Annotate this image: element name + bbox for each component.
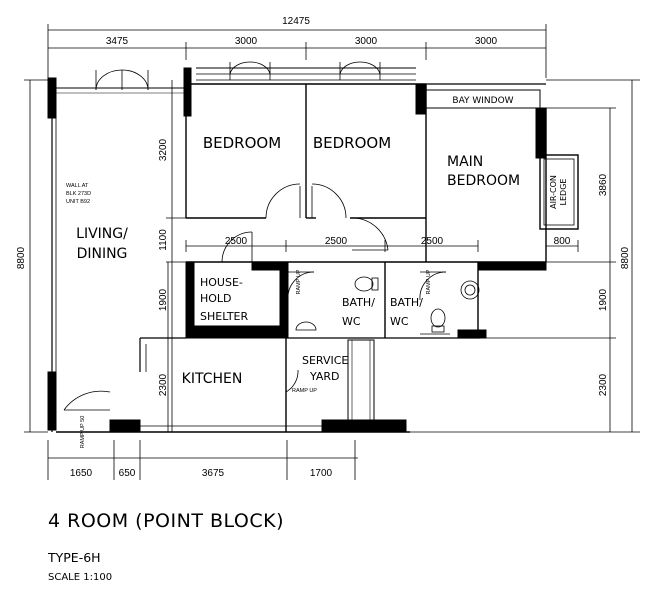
room-bath2-line1: BATH/ (390, 296, 423, 309)
fixtures (295, 276, 480, 335)
note-wall-line3: UNIT B92 (66, 199, 90, 205)
dim-bottom-3: 3675 (202, 468, 225, 479)
plan-type: TYPE-6H (48, 550, 101, 565)
dim-corridor-1: 2500 (225, 236, 248, 247)
room-main-bedroom-line1: MAIN (447, 154, 483, 170)
room-kitchen: KITCHEN (182, 371, 243, 387)
dim-top-3: 3000 (355, 36, 378, 47)
dim-inner-right-1: 3860 (598, 173, 609, 196)
note-ramp-kitchen: RAMP UP (292, 388, 317, 394)
room-shelter-line1: HOUSE- (200, 276, 243, 289)
room-living-line1: LIVING/ (76, 226, 128, 242)
room-bath1-line2: WC (342, 315, 361, 328)
dim-corridor-2: 2500 (325, 236, 348, 247)
room-main-bedroom-line2: BEDROOM (447, 173, 520, 189)
bay-window-label: BAY WINDOW (452, 96, 513, 106)
room-bedroom-2: BEDROOM (313, 134, 391, 152)
dim-top-2: 3000 (235, 36, 258, 47)
dim-left-height: 8800 (16, 246, 27, 269)
aircon-ledge-line1: AIR-CON (549, 175, 558, 209)
dim-aircon-width: 800 (554, 236, 571, 247)
plan-scale: SCALE 1:100 (48, 572, 113, 583)
note-ramp-living: RAMP UP 50 (80, 416, 86, 449)
dimension-labels: 12475 3475 3000 3000 3000 8800 8800 3200… (16, 16, 631, 479)
dimension-lines (24, 24, 640, 480)
dim-inner-left-4: 2300 (158, 373, 169, 396)
plan-title: 4 ROOM (POINT BLOCK) (48, 510, 284, 532)
dim-overall-width: 12475 (282, 16, 310, 27)
dim-right-height: 8800 (620, 246, 631, 269)
room-shelter-line2: HOLD (200, 292, 232, 305)
doors (63, 61, 447, 411)
notes: WALL AT BLK 273D UNIT B92 RAMP UP RAMP U… (66, 183, 432, 448)
room-bath1-line1: BATH/ (342, 296, 375, 309)
note-ramp-bath2: RAMP UP (426, 269, 432, 294)
walls (47, 67, 579, 433)
room-service-line2: YARD (309, 370, 340, 383)
room-bath2-line2: WC (390, 315, 409, 328)
dim-corridor-3: 2500 (421, 236, 444, 247)
aircon-ledge-line2: LEDGE (559, 179, 568, 206)
note-wall-line2: BLK 273D (66, 191, 91, 197)
room-living-line2: DINING (77, 246, 128, 262)
room-bedroom-1: BEDROOM (203, 134, 281, 152)
room-labels: BEDROOM BEDROOM MAIN BEDROOM BAY WINDOW … (76, 96, 568, 387)
dim-bottom-2: 650 (119, 468, 136, 479)
dim-inner-right-3: 2300 (598, 373, 609, 396)
note-ramp-bath1: RAMP UP (296, 269, 302, 294)
dim-inner-right-2: 1900 (598, 288, 609, 311)
room-shelter-line3: SHELTER (200, 310, 248, 323)
room-service-line1: SERVICE (302, 354, 348, 367)
dim-inner-left-1: 3200 (158, 138, 169, 161)
dim-bottom-4: 1700 (310, 468, 333, 479)
note-wall-line1: WALL AT (66, 183, 89, 189)
dim-bottom-1: 1650 (70, 468, 93, 479)
dim-inner-left-2: 1100 (158, 229, 169, 251)
dim-inner-left-3: 1900 (158, 288, 169, 311)
dim-top-4: 3000 (475, 36, 498, 47)
dim-top-1: 3475 (106, 36, 129, 47)
